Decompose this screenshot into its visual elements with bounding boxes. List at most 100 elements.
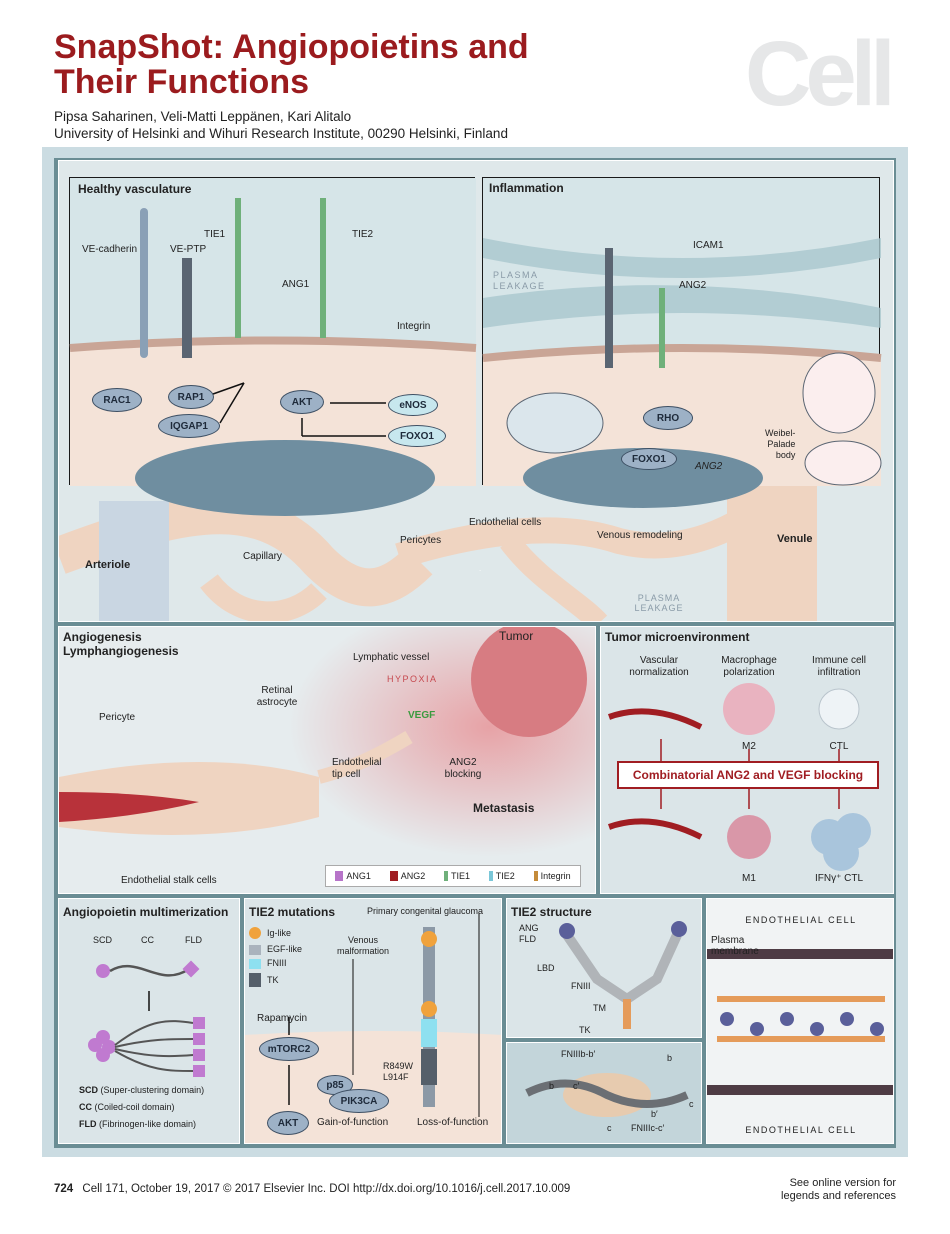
title-line-2: Their Functions [54,63,309,101]
leakage-word: LEAKAGE [634,603,684,613]
cell-logo: Cell [745,23,896,125]
tk-label: TK [579,1025,591,1035]
legend-tie2: TIE2 [488,871,515,881]
endothelial-cells-label: Endothelial cells [469,517,542,528]
fniiic-label: FNIIIc-c′ [631,1123,665,1133]
fld-legend: FLD (Fibrinogen-like domain) [79,1119,196,1129]
legend-fniii: FNIII [267,958,287,968]
retinal-line-2: astrocyte [256,697,298,708]
retinal-line-1: Retinal [261,685,293,696]
mtorc2-node: mTORC2 [259,1037,319,1061]
combinatorial-blocking-box: Combinatorial ANG2 and VEGF blocking [617,761,879,789]
col3-line-1: Immune cell [812,655,866,666]
mutations-title: TIE2 mutations [249,905,336,919]
iqgap1-node: IQGAP1 [158,414,220,438]
title-line-1: SnapShot: Angiopoietins and [54,28,529,66]
rac1-node: RAC1 [92,388,142,412]
fld-text: (Fibrinogen-like domain) [99,1119,197,1129]
healthy-membrane-graphic [69,178,477,516]
cc-legend: CC (Coiled-coil domain) [79,1102,175,1112]
col2-line-1: Macrophage [721,655,777,666]
mutations-graphic [245,913,501,1143]
rapamycin-label: Rapamycin [257,1013,308,1024]
macrophage-polarization-label: Macrophage polarization [721,655,777,679]
tumor-micro-graphic [607,683,871,871]
plasma-membrane-label: Plasma membrane [711,935,759,957]
b-label-2: b [667,1053,673,1063]
cc-abbr: CC [79,1102,92,1112]
integrin-label: Integrin [397,321,431,332]
b-label-1: b [549,1081,555,1091]
b-prime-label: b′ [651,1109,658,1119]
col3-line-2: infiltration [817,667,861,678]
hypoxia-label: HYPOXIA [387,674,438,684]
inflammation-title: Inflammation [489,181,564,195]
legend-integrin: Integrin [533,871,571,881]
footer-citation: 724 Cell 171, October 19, 2017 © 2017 El… [54,1183,570,1195]
lattice-graphic [707,949,893,1095]
angiogenesis-panel: Angiogenesis Lymphangiogenesis Tumor Lym… [58,626,596,894]
foxo1-node-2: FOXO1 [621,448,677,470]
page-title: SnapShot: Angiopoietins and Their Functi… [54,30,614,100]
authors: Pipsa Saharinen, Veli-Matti Leppänen, Ka… [54,109,352,124]
tumor-micro-title: Tumor microenvironment [605,630,750,644]
c-label-2: c [689,1099,694,1109]
blocking-line-2: blocking [444,769,482,780]
scd-legend: SCD (Super-clustering domain) [79,1085,204,1095]
col1-line-2: normalization [629,667,689,678]
venous-line-1: Venous [347,935,379,945]
blocking-line-1: ANG2 [449,757,477,768]
weibel-line-3: body [775,450,796,460]
ve-cadherin-label: VE-cadherin [82,244,138,255]
tie2-mutations-panel: TIE2 mutations Primary congenital glauco… [244,898,502,1144]
ang2-blocking-label: ANG2 blocking [445,757,482,781]
multimerization-panel: Angiopoietin multimerization SCD CC FLD … [58,898,240,1144]
fld-abbr: FLD [79,1119,97,1129]
pik3ca-node: PIK3CA [329,1089,389,1113]
plasma-word: PLASMA [637,593,681,603]
retinal-astrocyte-label: Retinal astrocyte [257,685,298,709]
foxo1-node: FOXO1 [388,425,446,447]
angiogenesis-legend: ANG1 ANG2 TIE1 TIE2 Integrin [325,865,581,887]
affiliation: University of Helsinki and Wihuri Resear… [54,126,508,141]
svg-text:.: . [479,564,481,573]
fld-label: FLD [185,935,203,945]
ang1-label: ANG1 [282,279,310,290]
leakage-word-2: LEAKAGE [493,281,546,291]
fniiib-label: FNIIIb-b′ [561,1049,596,1059]
plasma-membrane-line-2: membrane [711,946,759,957]
authors-block: Pipsa Saharinen, Veli-Matti Leppänen, Ka… [54,108,508,142]
r849w-label: R849W [383,1061,414,1071]
tie2-structure-panel: TIE2 structure ANG FLD LBD FNIII TM TK [506,898,702,1038]
gain-of-function-label: Gain-of-function [317,1117,389,1128]
plasma-word-2: PLASMA [493,270,539,280]
immune-infiltration-label: Immune cell infiltration [812,655,866,679]
inflammation-graphic [482,238,882,508]
vascular-normalization-label: Vascular normalization [629,655,688,679]
legend-ang1: ANG1 [335,871,371,881]
weibel-palade-label: Weibel- Palade body [765,428,795,461]
ang2-gene-label: ANG2 [695,461,723,472]
ang-label: ANG [519,923,539,933]
loss-of-function-label: Loss-of-function [417,1117,489,1128]
tumor-microenvironment-panel: Tumor microenvironment Vascular normaliz… [600,626,894,894]
inflammation-panel: Inflammation PLASMA LEAKAGE ICAM1 ANG2 R… [482,177,882,508]
lbd-label: LBD [537,963,555,973]
arteriole-label: Arteriole [85,559,131,571]
structure-graphic [559,921,687,1029]
plasma-leakage-label: PLASMA LEAKAGE [493,270,546,292]
venous-remodeling-label: Venous remodeling [597,530,683,541]
legend-egf-like: EGF-like [267,944,303,954]
col1-line-1: Vascular [639,655,679,666]
healthy-title: Healthy vasculature [78,182,192,196]
c-label-1: c′ [573,1081,580,1091]
l914f-label: L914F [383,1072,409,1082]
weibel-line-1: Weibel- [765,428,796,438]
angiogenesis-title-1: Angiogenesis [63,630,142,644]
tie2-label: TIE2 [352,229,374,240]
tip-line-1: Endothelial [332,757,382,768]
c-label-3: c [607,1123,612,1133]
multimerization-graphic [88,960,205,1077]
scd-text: (Super-clustering domain) [100,1085,205,1095]
pericytes-label: Pericytes [400,535,442,546]
